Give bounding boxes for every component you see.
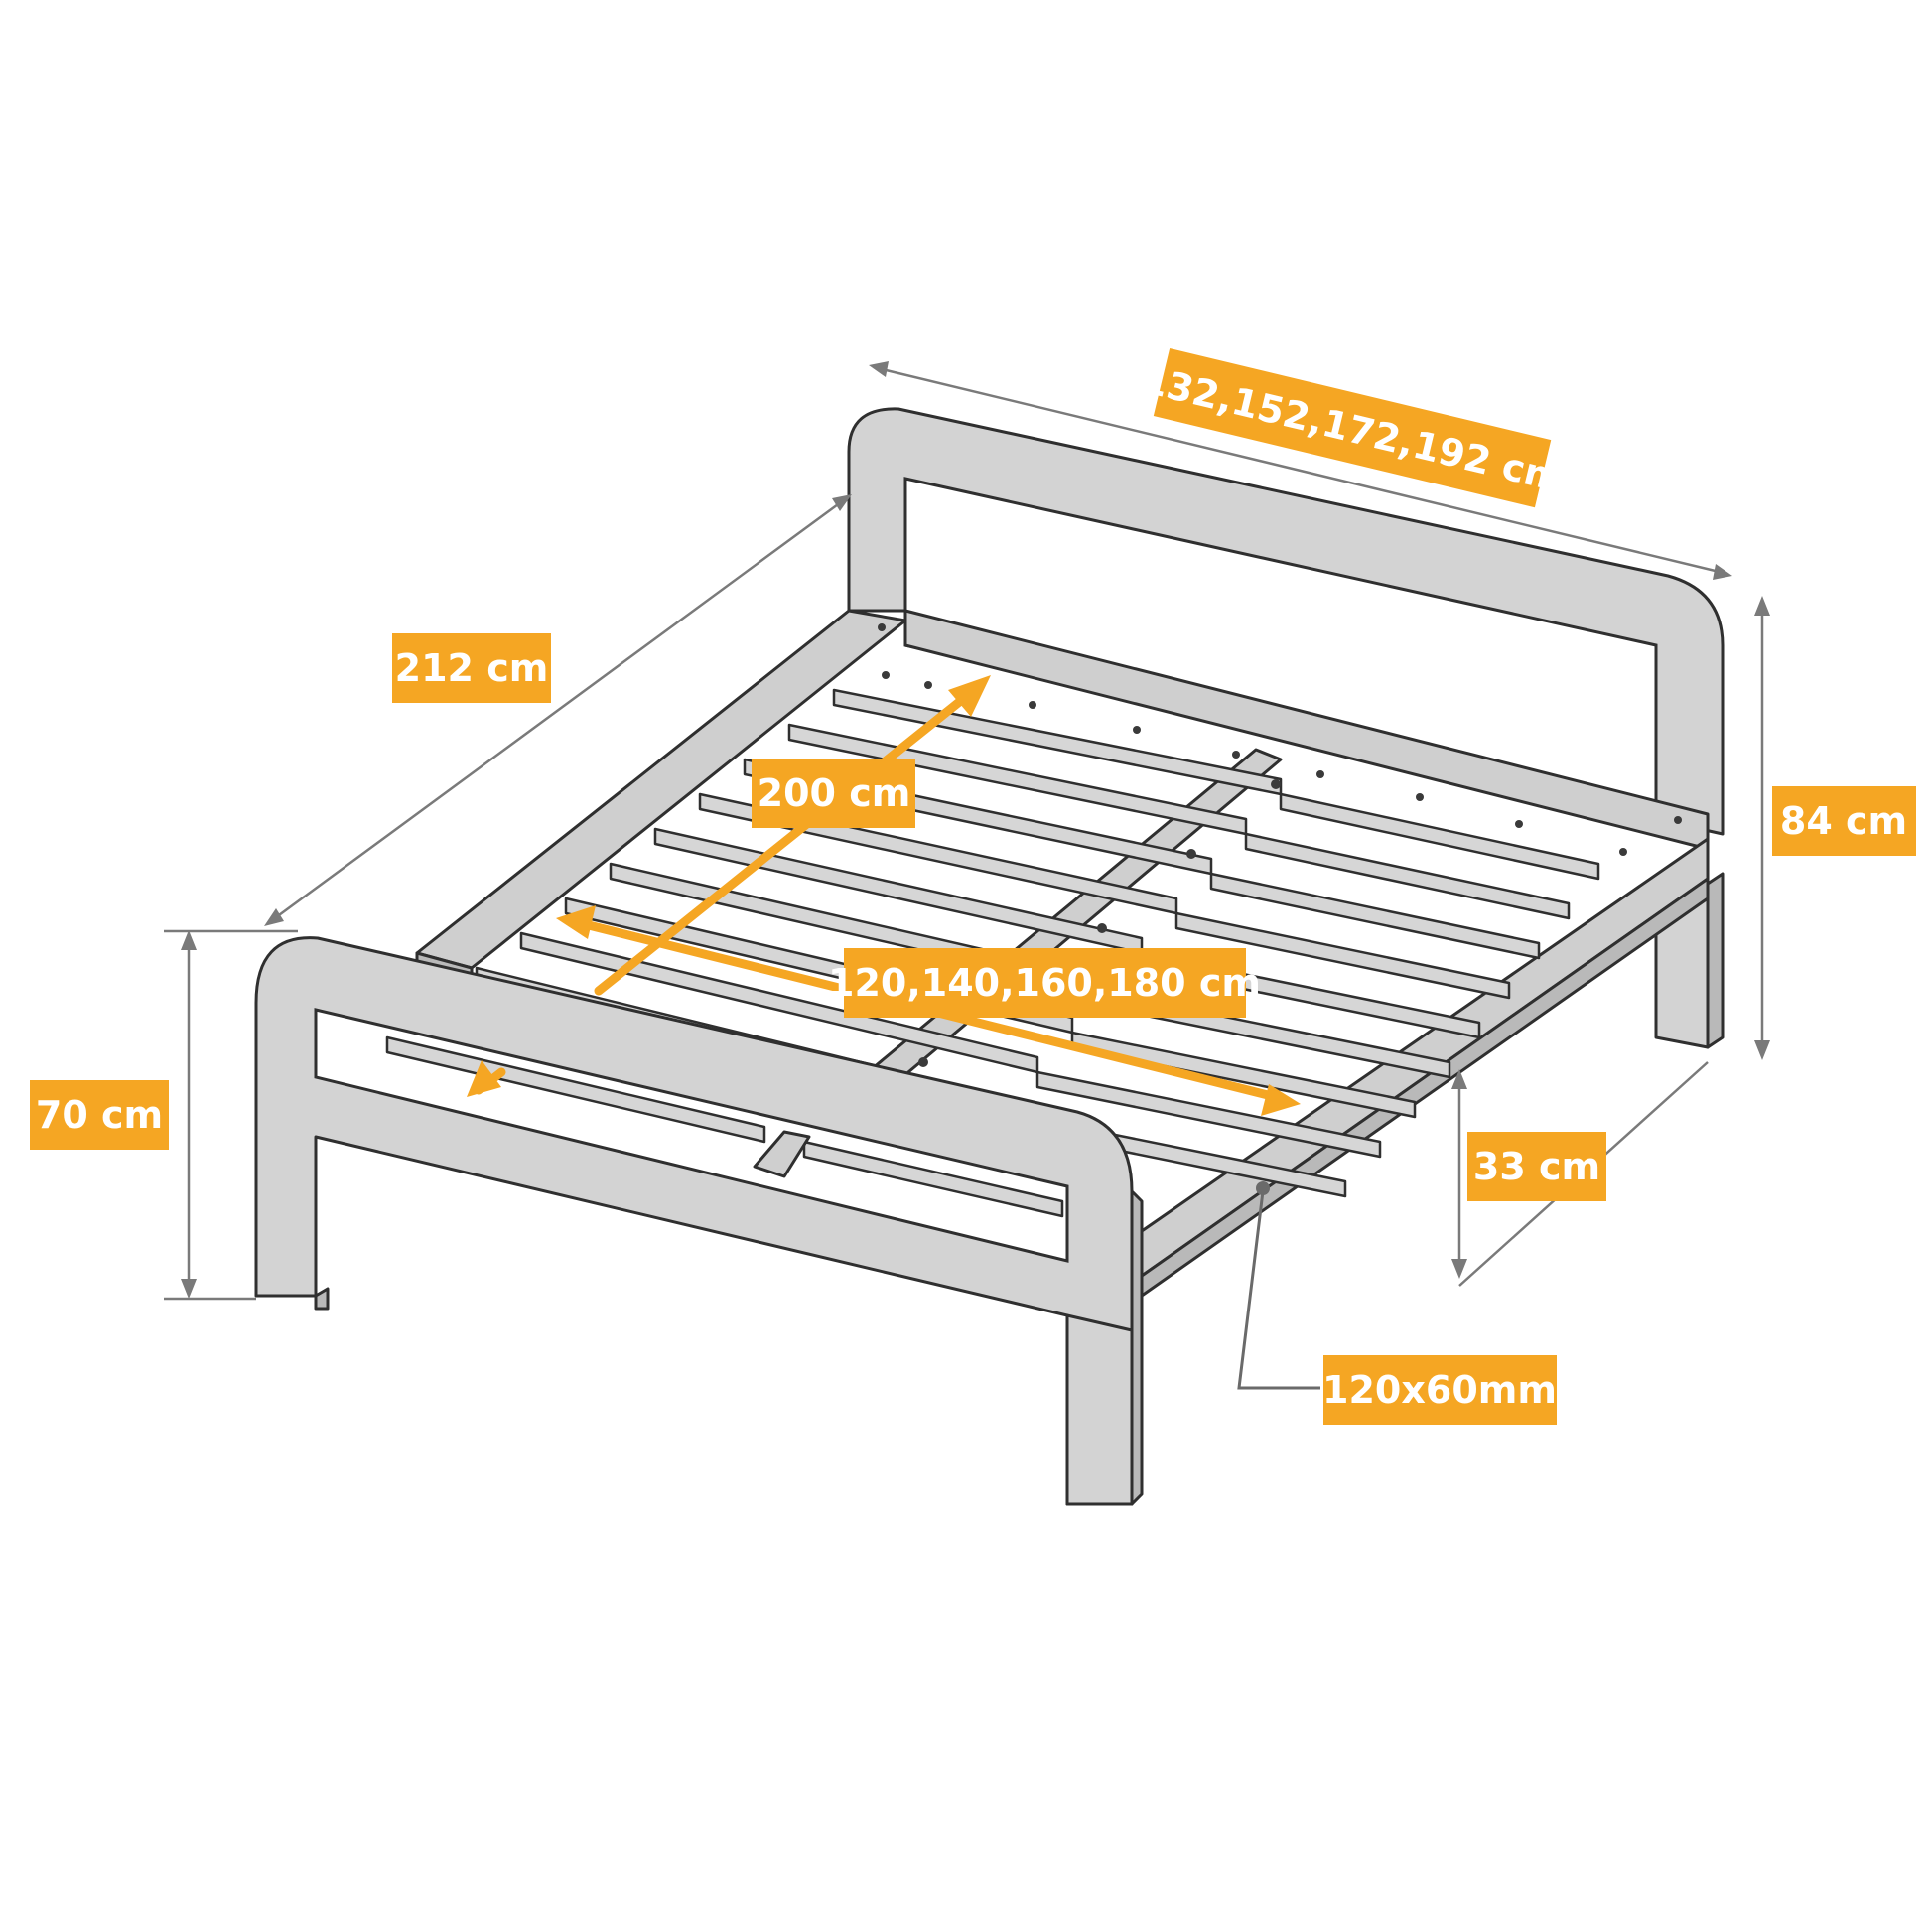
dimension-lines [164, 361, 1770, 1301]
leg-section-leader [1237, 1181, 1320, 1390]
front-right-leg [1065, 1313, 1134, 1506]
label-length-outer: 212 cm [392, 633, 551, 703]
slat-width-arrow [467, 1060, 506, 1097]
label-leg-section: 120x60mm [1322, 1355, 1557, 1425]
slats [385, 688, 1600, 1218]
label-height-footboard: 70 cm [30, 1080, 169, 1150]
svg-text:84 cm: 84 cm [1780, 799, 1907, 843]
label-width-inner: 120,140,160,180 cm [828, 948, 1261, 1018]
svg-text:120x60mm: 120x60mm [1322, 1368, 1557, 1412]
svg-text:33 cm: 33 cm [1473, 1145, 1600, 1188]
label-height-underbed: 33 cm [1467, 1132, 1606, 1201]
svg-text:120,140,160,180 cm: 120,140,160,180 cm [828, 961, 1261, 1005]
label-height-headboard: 84 cm [1772, 786, 1916, 856]
svg-text:200 cm: 200 cm [758, 771, 911, 815]
svg-text:212 cm: 212 cm [395, 646, 549, 690]
screw-holes [878, 623, 1682, 1067]
svg-text:70 cm: 70 cm [36, 1093, 163, 1137]
label-length-inner: 200 cm [752, 759, 915, 828]
